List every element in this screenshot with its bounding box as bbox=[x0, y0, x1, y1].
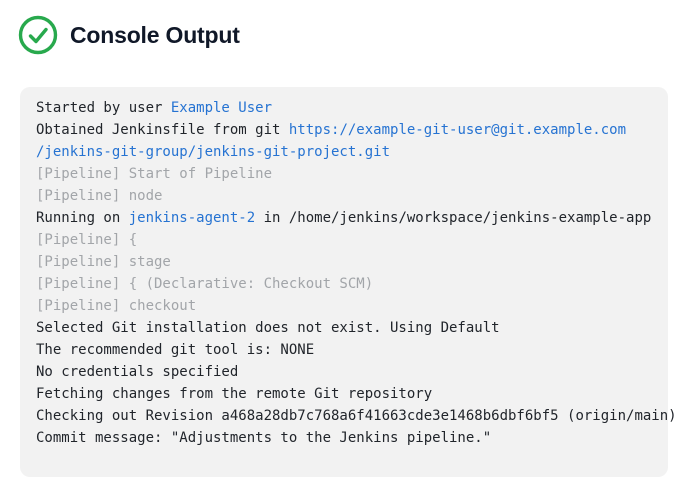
page-title: Console Output bbox=[70, 21, 240, 48]
console-line: Fetching changes from the remote Git rep… bbox=[36, 383, 652, 405]
log-text: Selected Git installation does not exist… bbox=[36, 320, 500, 336]
console-line: [Pipeline] node bbox=[36, 185, 652, 207]
log-link[interactable]: /jenkins-git-group/jenkins-git-project.g… bbox=[36, 144, 391, 160]
log-text: Checking out Revision a468a28db7c768a6f4… bbox=[36, 408, 677, 424]
log-link[interactable]: jenkins-agent-2 bbox=[128, 210, 256, 226]
log-text: [Pipeline] node bbox=[36, 188, 163, 204]
log-text: [Pipeline] { bbox=[36, 232, 138, 248]
console-line: [Pipeline] checkout bbox=[36, 295, 652, 317]
log-text: in /home/jenkins/workspace/jenkins-examp… bbox=[255, 210, 652, 226]
log-link[interactable]: https://example-git-user@git.example.com bbox=[288, 122, 627, 138]
log-text: Started by user bbox=[36, 100, 171, 116]
console-line: Checking out Revision a468a28db7c768a6f4… bbox=[36, 405, 677, 427]
log-text: The recommended git tool is: NONE bbox=[36, 342, 315, 358]
log-text: Fetching changes from the remote Git rep… bbox=[36, 386, 433, 402]
console-line: [Pipeline] stage bbox=[36, 251, 652, 273]
log-text: [Pipeline] checkout bbox=[36, 298, 197, 314]
log-text: Running on bbox=[36, 210, 129, 226]
page-header: Console Output bbox=[0, 0, 686, 57]
console-line: The recommended git tool is: NONE bbox=[36, 339, 652, 361]
console-line: Selected Git installation does not exist… bbox=[36, 317, 652, 339]
log-text: [Pipeline] Start of Pipeline bbox=[36, 166, 273, 182]
console-line: [Pipeline] Start of Pipeline bbox=[36, 163, 652, 185]
log-text: No credentials specified bbox=[36, 364, 239, 380]
console-line: [Pipeline] { bbox=[36, 229, 652, 251]
log-text: [Pipeline] { (Declarative: Checkout SCM) bbox=[36, 276, 374, 292]
console-line: Started by user Example User bbox=[36, 97, 652, 119]
console-line: Obtained Jenkinsfile from git https://ex… bbox=[36, 119, 652, 141]
console-line: Commit message: "Adjustments to the Jenk… bbox=[36, 427, 652, 449]
console-line: Running on jenkins-agent-2 in /home/jenk… bbox=[36, 207, 652, 229]
log-link[interactable]: Example User bbox=[170, 100, 273, 116]
log-text: [Pipeline] stage bbox=[36, 254, 171, 270]
console-line: No credentials specified bbox=[36, 361, 652, 383]
log-text: Commit message: "Adjustments to the Jenk… bbox=[36, 430, 492, 446]
success-check-circle-icon bbox=[18, 15, 58, 55]
console-line: [Pipeline] { (Declarative: Checkout SCM) bbox=[36, 273, 652, 295]
log-text: Obtained Jenkinsfile from git bbox=[36, 122, 289, 138]
console-line: /jenkins-git-group/jenkins-git-project.g… bbox=[36, 141, 652, 163]
